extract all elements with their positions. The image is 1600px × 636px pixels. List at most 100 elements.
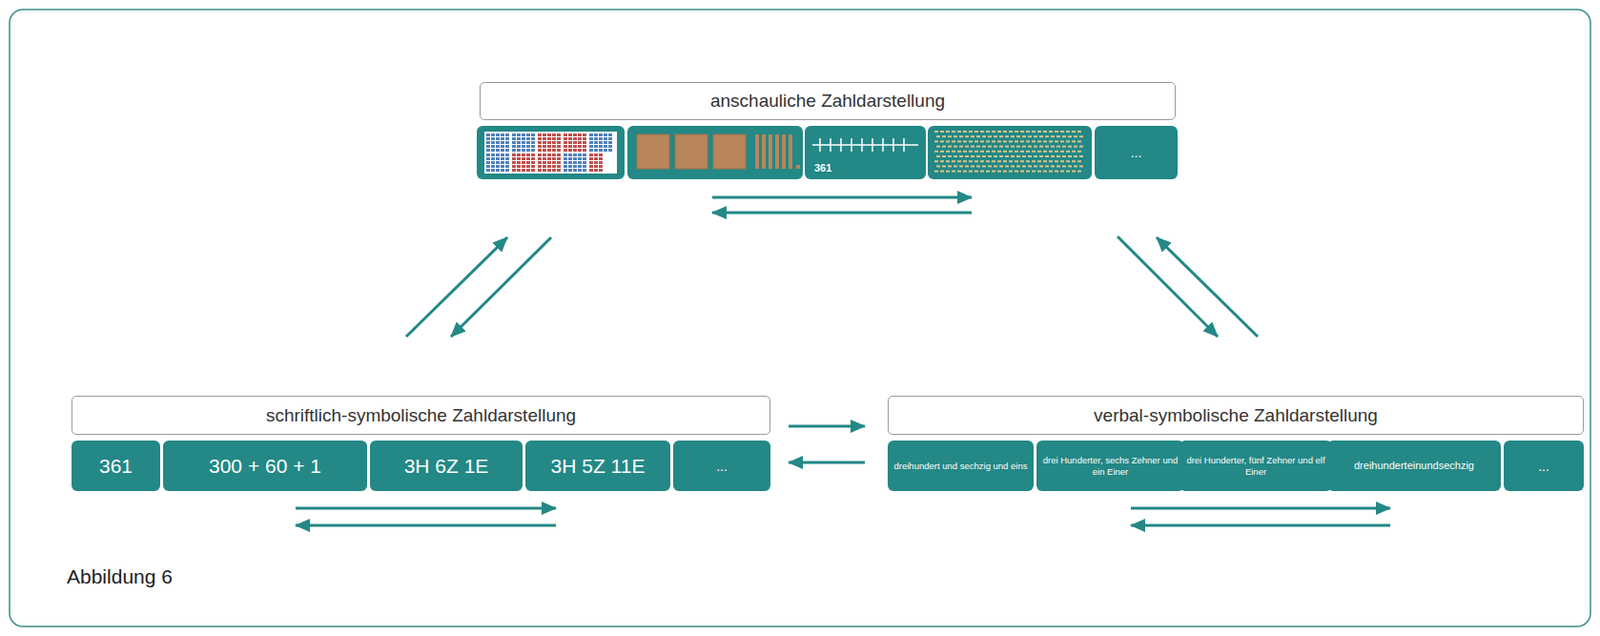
dot	[1008, 130, 1013, 133]
field-cell	[491, 148, 495, 152]
dot	[974, 170, 979, 173]
ten-rod	[775, 134, 780, 169]
dot	[993, 155, 998, 158]
field-cell	[598, 168, 603, 172]
dot	[1025, 140, 1030, 143]
field-cell	[491, 133, 495, 137]
hundred-block	[675, 134, 708, 169]
dot	[982, 155, 986, 158]
dot	[985, 170, 990, 173]
conversion-arrow	[1156, 237, 1258, 337]
field-cell	[526, 137, 531, 141]
field-cell	[608, 137, 613, 141]
field-cell	[594, 141, 598, 144]
field-cell	[582, 153, 587, 157]
dot	[1016, 155, 1021, 158]
dot	[951, 140, 956, 143]
dot	[1079, 135, 1084, 138]
field-cell	[542, 153, 547, 157]
dot	[1048, 130, 1053, 133]
field-cell	[582, 168, 587, 172]
field-cell	[537, 161, 542, 165]
field-cell	[505, 161, 510, 165]
field-cell	[552, 137, 556, 141]
dot	[987, 145, 992, 148]
dot	[980, 160, 985, 163]
dot	[934, 150, 939, 153]
field-cell	[563, 161, 568, 165]
field-cell	[552, 164, 556, 168]
dot	[1005, 145, 1009, 148]
field-cell	[531, 153, 535, 157]
hundred-block	[713, 134, 746, 169]
dot	[987, 155, 992, 158]
field-cell	[556, 161, 561, 165]
hundred-block	[636, 134, 670, 169]
dot	[1045, 155, 1049, 158]
field-cell	[537, 137, 542, 141]
field-cell	[512, 164, 516, 168]
dot	[985, 150, 990, 153]
field-cell	[568, 161, 573, 165]
dot	[1020, 150, 1025, 153]
field-cell	[603, 144, 608, 148]
tile-text: drei Hunderter, sechs Zehner und ein Ein…	[1036, 454, 1185, 477]
dot	[959, 145, 964, 148]
representation-tile: drei Hunderter, fünf Zehner und elf Eine…	[1179, 440, 1333, 492]
representation-tile: ...	[1094, 125, 1178, 180]
dot	[1037, 170, 1042, 173]
field-cell	[495, 148, 500, 152]
dot	[1008, 150, 1013, 153]
field-cell	[573, 137, 577, 141]
field-cell	[577, 148, 582, 152]
dot	[945, 150, 950, 153]
field-cell	[563, 148, 568, 152]
field-cell	[512, 161, 516, 165]
dot	[1016, 164, 1021, 167]
field-cell	[495, 161, 500, 165]
field-cell	[563, 144, 568, 148]
dot	[974, 150, 979, 153]
field-cell	[552, 133, 556, 137]
dot	[1027, 135, 1032, 138]
dot	[1033, 145, 1038, 148]
dot	[957, 140, 962, 143]
dot	[980, 170, 985, 173]
field-cell	[608, 133, 613, 137]
dot	[991, 140, 996, 143]
dot	[976, 145, 981, 148]
field-cell	[556, 157, 561, 161]
dot	[940, 170, 944, 173]
dot	[1054, 160, 1059, 163]
field-cell	[521, 164, 526, 168]
field-cell	[568, 133, 573, 137]
dot	[993, 164, 998, 167]
dot	[940, 130, 944, 133]
dot	[940, 160, 944, 163]
field-cell	[582, 157, 587, 161]
dot	[1005, 164, 1009, 167]
dot	[991, 160, 996, 163]
dot	[982, 164, 986, 167]
representation-tile: 3H 5Z 11E	[525, 440, 671, 492]
field-cell	[505, 141, 510, 144]
dot	[1027, 145, 1032, 148]
dot	[1031, 150, 1036, 153]
field-cell	[521, 157, 526, 161]
field-cell	[594, 157, 598, 161]
tile-text: drei Hunderter, fünf Zehner und elf Eine…	[1179, 454, 1333, 477]
field-cell	[542, 148, 547, 152]
field-cell	[589, 141, 594, 144]
field-cell	[582, 137, 587, 141]
field-cell	[521, 148, 526, 152]
dot	[982, 135, 986, 138]
dot	[936, 164, 941, 167]
field-cell	[521, 168, 526, 172]
dot	[1008, 160, 1013, 163]
dot	[1039, 155, 1044, 158]
dot	[1073, 164, 1078, 167]
field-cell	[516, 157, 521, 161]
dot	[1003, 140, 1007, 143]
dot	[993, 145, 998, 148]
dot	[934, 170, 939, 173]
